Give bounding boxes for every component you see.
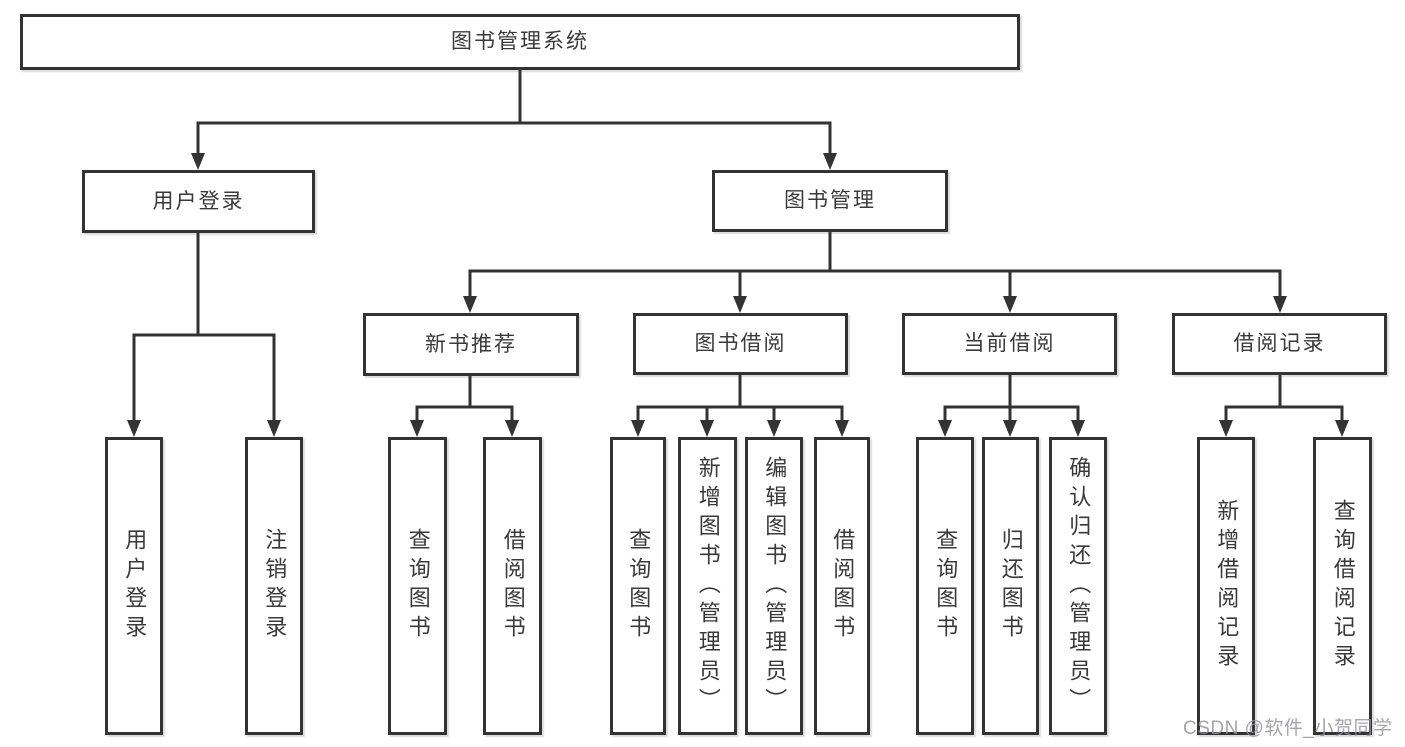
leaf-edit-books-admin: 编辑图书（管理员） <box>745 437 803 735</box>
leaf-user-login: 用户登录 <box>105 437 163 735</box>
leaf-query-books-recommend: 查询图书 <box>388 437 447 735</box>
leaf-query-books-borrow: 查询图书 <box>610 437 666 735</box>
node-book-management: 图书管理 <box>712 170 948 232</box>
leaf-borrow-books: 借阅图书 <box>814 437 870 735</box>
leaf-confirm-return-admin: 确认归还（管理员） <box>1049 437 1107 735</box>
leaf-return-books: 归还图书 <box>982 437 1039 735</box>
leaf-add-borrow-record: 新增借阅记录 <box>1197 437 1255 735</box>
node-borrowing-records: 借阅记录 <box>1172 313 1387 375</box>
node-book-borrowing: 图书借阅 <box>633 313 848 375</box>
leaf-query-books-current: 查询图书 <box>916 437 974 735</box>
node-user-login: 用户登录 <box>82 170 315 233</box>
leaf-add-books-admin: 新增图书（管理员） <box>678 437 737 735</box>
leaf-query-borrow-record: 查询借阅记录 <box>1313 437 1372 735</box>
leaf-borrow-books-recommend: 借阅图书 <box>483 437 542 735</box>
node-new-book-recommendation: 新书推荐 <box>363 313 579 376</box>
node-library-management-system: 图书管理系统 <box>20 14 1020 70</box>
csdn-watermark: CSDN @软件_小贺同学 <box>1183 718 1393 739</box>
node-current-borrowing: 当前借阅 <box>902 313 1117 375</box>
leaf-logout: 注销登录 <box>245 437 303 735</box>
